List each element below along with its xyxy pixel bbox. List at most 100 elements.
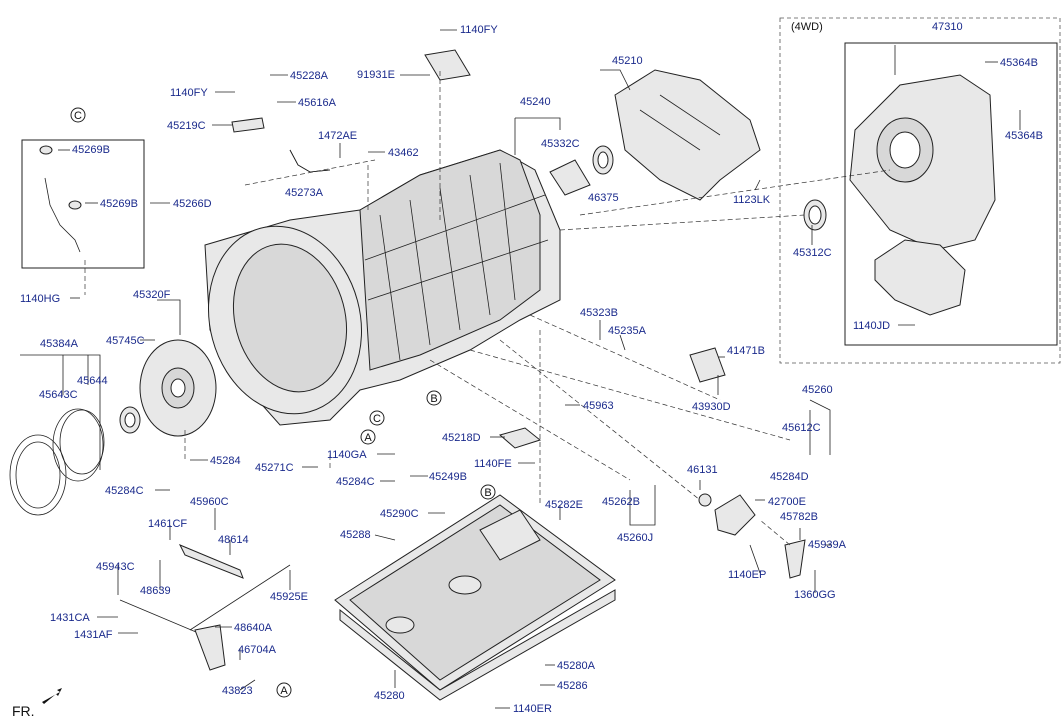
label-45643C: 45643C	[39, 389, 78, 401]
label-1461CF: 1461CF	[148, 518, 187, 530]
label-45364B-a: 45364B	[1000, 57, 1038, 69]
label-45260J: 45260J	[617, 532, 653, 544]
label-45273A: 45273A	[285, 187, 324, 199]
part-labels: 1140FY 91931E 45228A 1140FY 45616A 45219…	[20, 21, 1043, 715]
svg-text:C: C	[373, 413, 381, 425]
label-1140EP: 1140EP	[728, 569, 766, 581]
label-45284C-b: 45284C	[336, 476, 375, 488]
hose-45273A	[289, 149, 331, 173]
reference-lines	[84, 70, 891, 546]
marker-a-bottom: A	[276, 682, 292, 698]
label-45271C: 45271C	[255, 462, 294, 474]
label-45282E: 45282E	[545, 499, 583, 511]
label-1140FY-top: 1140FY	[460, 24, 498, 36]
label-45266D: 45266D	[173, 198, 212, 210]
bracket-45219C	[231, 117, 265, 133]
label-45332C: 45332C	[541, 138, 580, 150]
lever-48614	[178, 544, 244, 579]
label-45269B-b: 45269B	[100, 198, 138, 210]
marker-c-mid: C	[369, 410, 385, 426]
valve-body-filter	[479, 509, 541, 561]
svg-text:A: A	[280, 685, 288, 697]
svg-text:FR.: FR.	[12, 703, 35, 719]
oil-tube-assembly	[39, 145, 82, 253]
label-45644: 45644	[77, 375, 108, 387]
label-1140FY-left: 1140FY	[170, 87, 208, 99]
label-1472AE: 1472AE	[318, 130, 357, 142]
oil-pan	[334, 494, 616, 701]
label-45963: 45963	[583, 400, 614, 412]
label-43462: 43462	[388, 147, 419, 159]
rear-mount-bracket	[614, 69, 761, 201]
label-45280: 45280	[374, 690, 405, 702]
label-45384A: 45384A	[40, 338, 79, 350]
front-direction-indicator: FR.	[12, 688, 62, 719]
label-45284-a: 45284	[210, 455, 241, 467]
label-45249B: 45249B	[429, 471, 467, 483]
marker-b-pan: B	[480, 484, 496, 500]
label-46131: 46131	[687, 464, 718, 476]
label-45960C: 45960C	[190, 496, 229, 508]
4wd-label: (4WD)	[791, 21, 823, 33]
label-47310: 47310	[932, 21, 963, 33]
sleeve	[549, 159, 591, 196]
sensor-42700E	[698, 493, 756, 536]
label-45925E: 45925E	[270, 591, 308, 603]
label-1360GG: 1360GG	[794, 589, 836, 601]
label-45782B: 45782B	[780, 511, 818, 523]
label-45228A: 45228A	[290, 70, 329, 82]
label-45240: 45240	[520, 96, 551, 108]
marker-a-mid: A	[360, 429, 376, 445]
transfer-mount	[874, 239, 966, 316]
label-45320F: 45320F	[133, 289, 171, 301]
transfer-case-frame	[844, 42, 1058, 346]
label-45312C: 45312C	[793, 247, 832, 259]
label-45269B-a: 45269B	[72, 144, 110, 156]
svg-text:B: B	[430, 393, 437, 405]
label-45262B: 45262B	[602, 496, 640, 508]
label-48614: 48614	[218, 534, 249, 546]
bracket-45782B	[784, 539, 806, 579]
4wd-outer-frame	[779, 17, 1061, 364]
label-45323B: 45323B	[580, 307, 618, 319]
label-42700E: 42700E	[768, 496, 806, 508]
label-45364B-b: 45364B	[1005, 130, 1043, 142]
front-arrow-icon	[42, 688, 62, 704]
label-45616A: 45616A	[298, 97, 337, 109]
label-43930D: 43930D	[692, 401, 731, 413]
label-45235A: 45235A	[608, 325, 647, 337]
label-91931E: 91931E	[357, 69, 395, 81]
label-41471B: 41471B	[727, 345, 765, 357]
label-45939A: 45939A	[808, 539, 847, 551]
label-45284D: 45284D	[770, 471, 809, 483]
label-1140FE: 1140FE	[474, 458, 512, 470]
label-46704A: 46704A	[238, 644, 277, 656]
label-45280A: 45280A	[557, 660, 596, 672]
marker-c-top: C	[70, 107, 86, 123]
svg-text:B: B	[484, 487, 491, 499]
label-45260: 45260	[802, 384, 833, 396]
label-45290C: 45290C	[380, 508, 419, 520]
svg-text:C: C	[74, 110, 82, 122]
ring-seals	[9, 408, 105, 516]
label-46375: 46375	[588, 192, 619, 204]
pump-seal	[119, 406, 141, 434]
oil-seal-46375	[592, 145, 614, 175]
label-43823: 43823	[222, 685, 253, 697]
label-45210: 45210	[612, 55, 643, 67]
label-48639: 48639	[140, 585, 171, 597]
label-45612C: 45612C	[782, 422, 821, 434]
label-45218D: 45218D	[442, 432, 481, 444]
label-1140GA: 1140GA	[327, 449, 367, 461]
transmission-case	[204, 149, 561, 426]
label-1140JD: 1140JD	[853, 320, 890, 332]
label-45286: 45286	[557, 680, 588, 692]
bracket-43930D	[689, 347, 726, 383]
c-detail-frame	[21, 139, 145, 269]
label-1140ER: 1140ER	[513, 703, 552, 715]
label-1431AF: 1431AF	[74, 629, 113, 641]
label-1140HG: 1140HG	[20, 293, 60, 305]
label-45284C-a: 45284C	[105, 485, 144, 497]
